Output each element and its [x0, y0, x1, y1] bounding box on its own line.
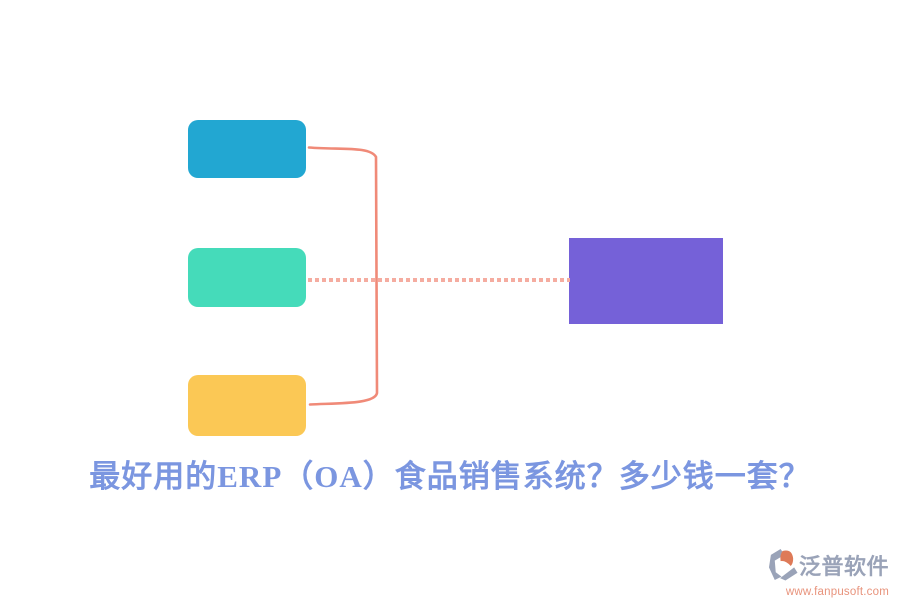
fanpu-logo-icon: [768, 548, 798, 586]
watermark-brand-text: 泛普软件: [798, 554, 889, 579]
watermark-url-text: www.fanpusoft.com: [785, 586, 889, 598]
diagram-node-bottom: [188, 375, 306, 436]
watermark: 泛普软件 www.fanpusoft.com: [768, 548, 889, 599]
diagram-node-middle: [188, 248, 306, 307]
dotted-connector-line: [308, 278, 570, 282]
diagram-node-target: [569, 238, 723, 324]
caption-title: 最好用的ERP（OA）食品销售系统？多少钱一套？: [89, 459, 811, 494]
diagram-node-top: [188, 120, 306, 178]
